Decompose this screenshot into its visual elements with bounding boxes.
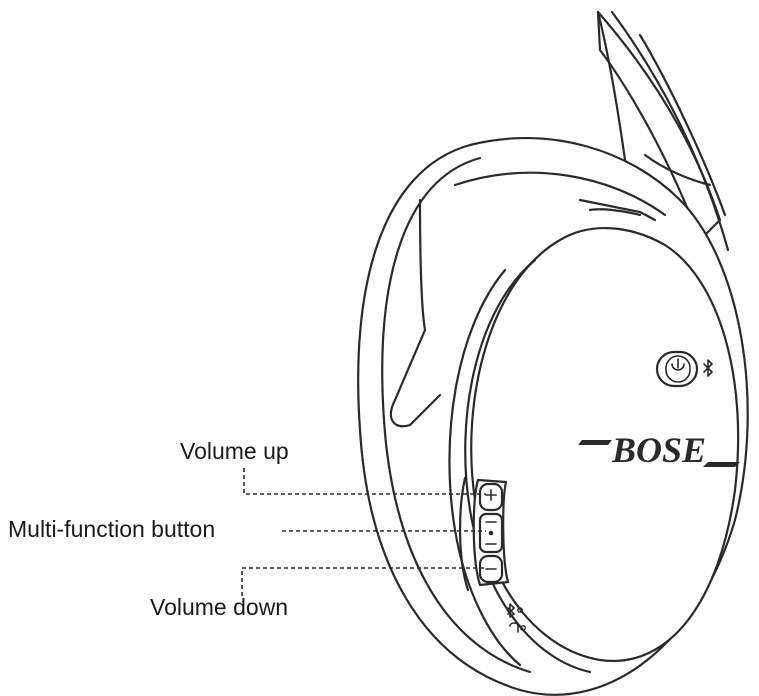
status-icons — [507, 603, 526, 633]
dot-icon — [488, 530, 494, 536]
plus-icon — [485, 489, 497, 501]
volume-up-button[interactable] — [478, 482, 504, 512]
multi-function-label: Multi-function button — [8, 516, 216, 542]
power-icon — [671, 358, 685, 371]
volume-down-leader — [241, 567, 486, 596]
power-switch[interactable] — [655, 350, 699, 388]
volume-down-button[interactable] — [478, 554, 504, 584]
brand-logo-text: BOSE — [611, 430, 706, 470]
volume-up-leader — [243, 468, 486, 495]
volume-down-label: Volume down — [150, 594, 289, 620]
brand-logo: BOSE — [578, 430, 740, 470]
multi-function-button[interactable] — [478, 512, 504, 554]
bluetooth-icon — [703, 359, 713, 377]
headband — [596, 10, 730, 252]
volume-up-label: Volume up — [180, 438, 289, 464]
